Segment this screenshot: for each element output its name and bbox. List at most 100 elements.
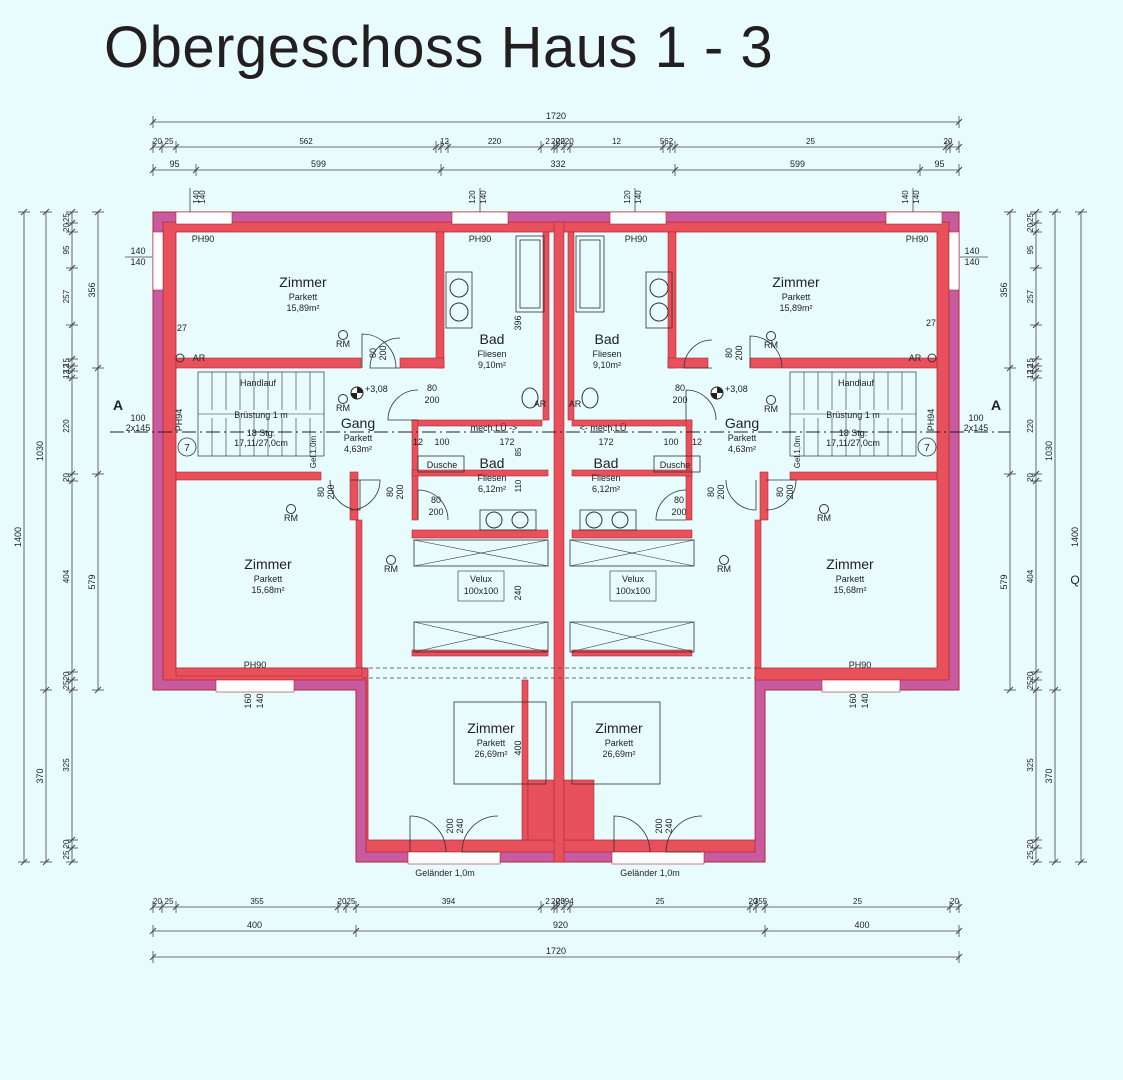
door-height: 200 [326, 484, 336, 499]
room-area: 26,69m² [602, 749, 635, 759]
railing-label: Geländer 1,0m [620, 868, 680, 878]
dimension-slash [1032, 219, 1040, 227]
dimension-slash [192, 166, 200, 174]
room-area: 15,89m² [779, 303, 812, 313]
door-swing [665, 815, 703, 853]
rm-label: RM [284, 513, 298, 523]
bathtub [515, 235, 545, 313]
room-floor: Fliesen [591, 473, 620, 483]
interior-wall [571, 649, 693, 657]
dimension-slash [42, 858, 50, 866]
dimension-label: 20 [749, 897, 758, 906]
dimension-label: 25 [165, 137, 174, 146]
ventilation-label: mech.LÜ -> [471, 423, 518, 433]
gang-dimension: 172 [499, 437, 514, 447]
dimension-slash [1006, 686, 1014, 694]
dimension-label: 20 [551, 137, 560, 146]
window-height-label: 140 [964, 246, 979, 256]
level-marker-fill [351, 393, 357, 399]
dimension-slash [334, 903, 342, 911]
door-width: 80 [368, 348, 378, 358]
dimension-slash [68, 228, 76, 236]
handlauf-label: Handlauf [240, 378, 277, 388]
rm-label: RM [717, 564, 731, 574]
dimension-slash [1032, 858, 1040, 866]
door-width: 80 [675, 383, 685, 393]
door-height: 200 [734, 345, 744, 360]
dimension-label: 95 [62, 245, 71, 254]
ar-label: AR [534, 399, 547, 409]
smoke-detector-icon [819, 504, 829, 514]
door-height: 200 [428, 507, 443, 517]
window [152, 231, 164, 291]
window-width-label: 140 [198, 190, 207, 204]
dimension-label: 25 [853, 897, 862, 906]
room-area: 15,68m² [251, 585, 284, 595]
dimension-slash [1032, 228, 1040, 236]
section-label-left: A [113, 397, 123, 413]
room-area: 15,68m² [833, 585, 866, 595]
section-offset: 100 [130, 413, 145, 423]
smoke-detector-icon [286, 504, 296, 514]
dimension-slash [955, 927, 963, 935]
room-floor: Parkett [344, 433, 373, 443]
dimension-slash [560, 143, 568, 151]
dimension-slash [94, 208, 102, 216]
dimension-slash [68, 477, 76, 485]
dimension-label: 220 [560, 137, 574, 146]
dimension-label: 25 [165, 897, 174, 906]
door-height: 200 [378, 345, 388, 360]
level-marker-fill [357, 387, 363, 393]
interior-wall [435, 231, 445, 369]
dimension-label: 20 [556, 137, 565, 146]
shower-label: Dusche [427, 460, 458, 470]
dimension-slash [1032, 836, 1040, 844]
window [948, 231, 960, 291]
dimension-slash [68, 355, 76, 363]
toilet [581, 387, 599, 409]
dimension-label: 12 [1026, 370, 1035, 379]
dimension-label: 20 [153, 137, 162, 146]
dimension-slash [1032, 367, 1040, 375]
velux-size: 100x100 [464, 586, 499, 596]
room-area: 26,69m² [474, 749, 507, 759]
dimension-slash [20, 208, 28, 216]
dimension-slash [68, 686, 76, 694]
bathtub [575, 235, 605, 313]
dimension-slash [955, 118, 963, 126]
dimension-slash [1032, 686, 1040, 694]
dimension-slash [550, 143, 558, 151]
rm-label: RM [764, 340, 778, 350]
room-area: 4,63m² [344, 444, 372, 454]
sink-bowl [449, 302, 469, 322]
dimension-label: 355 [754, 897, 768, 906]
dimension-slash [1051, 858, 1059, 866]
room-name: Zimmer [772, 274, 820, 290]
ph94-label: PH94 [926, 409, 936, 432]
dimension-label: 325 [1026, 758, 1035, 772]
dimension-slash [352, 927, 360, 935]
dimension-slash [1051, 686, 1059, 694]
interior-wall [571, 469, 693, 477]
ar-circle [927, 353, 937, 363]
dimension-label: 1720 [546, 946, 566, 956]
dimension-label: 20 [944, 137, 953, 146]
dimension-label: 2 [545, 897, 550, 906]
stair-number-circle [917, 437, 937, 457]
level-label: +3,08 [725, 384, 748, 394]
dimension-label: 1400 [13, 527, 23, 547]
gang-dimension: 100 [434, 437, 449, 447]
dimension-label: 579 [87, 574, 97, 589]
dimension-slash [437, 143, 445, 151]
dimension-label: 20 [556, 897, 565, 906]
stair-count-label: 18 Stg. [247, 428, 276, 438]
door-width: 80 [674, 495, 684, 505]
room-floor: Parkett [782, 292, 811, 302]
